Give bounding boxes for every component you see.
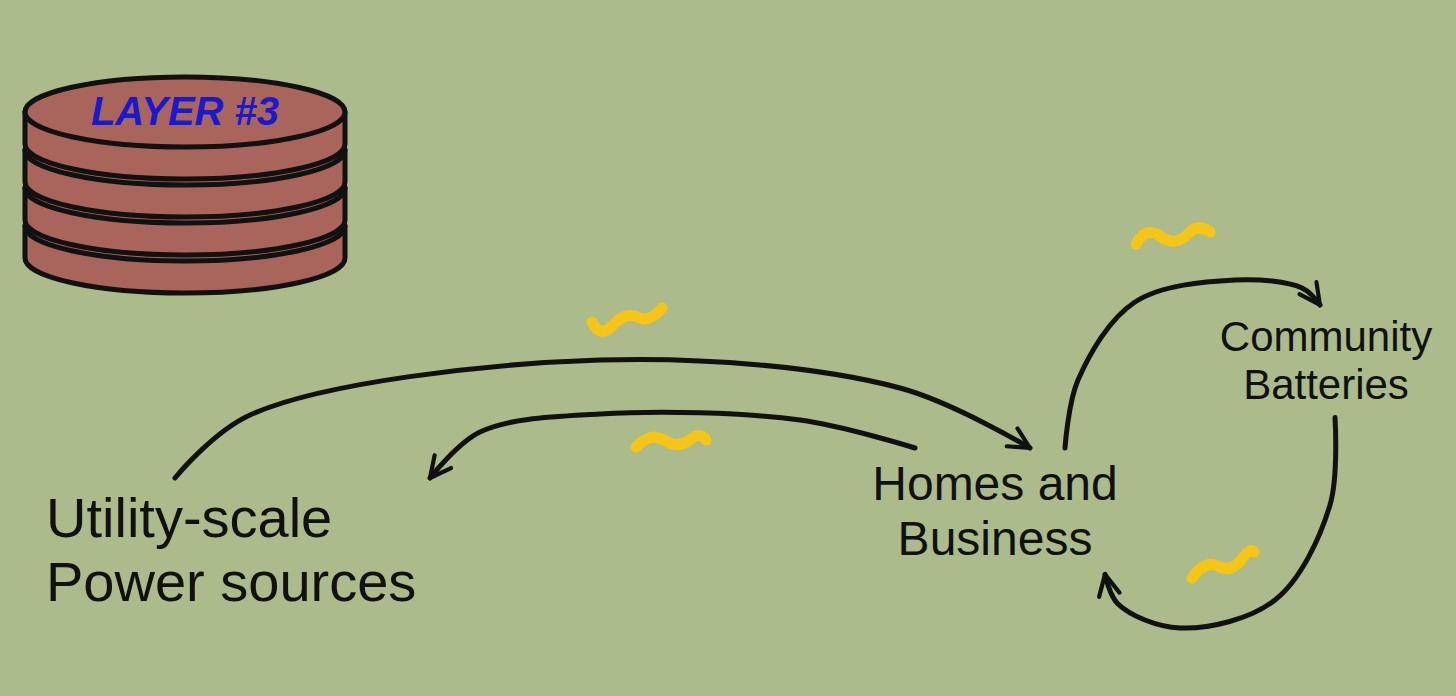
flow-arrow: [1105, 418, 1336, 628]
energy-squiggle: [1192, 551, 1254, 578]
energy-squiggle: [592, 308, 662, 331]
flow-arrow: [430, 412, 915, 478]
storage-label: Community Batteries: [1208, 305, 1444, 418]
node-text: Homes and Business: [858, 456, 1132, 566]
energy-squiggles: [592, 228, 1254, 578]
source-label: Utility-scale Power sources: [38, 478, 458, 623]
energy-squiggle: [636, 435, 706, 447]
energy-squiggle: [1136, 228, 1210, 244]
layer-title: LAYER #3: [23, 88, 347, 134]
node-text: Community Batteries: [1216, 313, 1436, 410]
node-text: Utility-scale Power sources: [46, 486, 450, 615]
consumer-label: Homes and Business: [850, 448, 1140, 574]
layer-stack: LAYER #3: [15, 72, 355, 302]
